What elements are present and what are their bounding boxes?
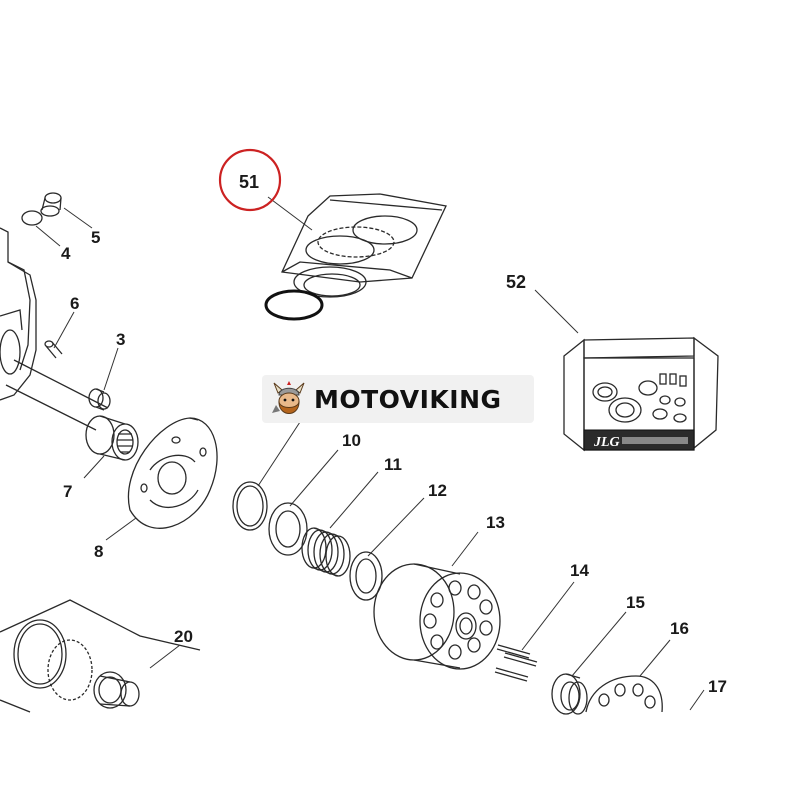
washer-part-10 xyxy=(268,502,308,556)
pins-part-14 xyxy=(494,644,538,682)
pump-housing-part-20 xyxy=(0,599,201,713)
callout-4: 4 xyxy=(61,244,71,263)
watermark-text: MOTOVIKING xyxy=(314,384,502,414)
snap-ring-part-9 xyxy=(232,481,268,531)
viking-mascot-icon xyxy=(272,381,305,414)
callout-11: 11 xyxy=(384,455,402,474)
highlight-ring xyxy=(218,148,282,212)
bushing-part-3 xyxy=(88,388,111,411)
port-plate-part-8 xyxy=(127,417,218,529)
kit-box-brand: JLG xyxy=(593,435,620,450)
retainer-plate-part-16 xyxy=(585,675,663,713)
seal-kit-bag-part-51 xyxy=(264,193,447,321)
callout-14: 14 xyxy=(570,561,589,580)
callout-12: 12 xyxy=(428,481,447,500)
washer-part-12 xyxy=(349,551,383,601)
spring-part-11 xyxy=(301,527,351,577)
leader-lines xyxy=(35,196,705,711)
callout-16: 16 xyxy=(670,619,689,638)
callout-5: 5 xyxy=(91,228,100,247)
cylinder-barrel-part-13 xyxy=(373,563,501,670)
callout-3: 3 xyxy=(116,330,125,349)
callout-7: 7 xyxy=(63,482,72,501)
callout-51: 51 xyxy=(239,172,259,192)
shaft-part xyxy=(5,359,109,431)
callout-15: 15 xyxy=(626,593,645,612)
retainer-part-15 xyxy=(551,673,588,715)
callout-8: 8 xyxy=(94,542,103,561)
callout-20: 20 xyxy=(174,627,193,646)
pin-part-6 xyxy=(44,340,63,359)
callout-6: 6 xyxy=(70,294,79,313)
watermark-banner: MOTOVIKING xyxy=(262,375,534,423)
plug-part-5 xyxy=(40,192,62,217)
oring-part-4 xyxy=(21,210,43,226)
callout-10: 10 xyxy=(342,431,361,450)
callout-17: 17 xyxy=(708,677,727,696)
callout-52: 52 xyxy=(506,272,526,292)
bearing-part-7 xyxy=(85,415,139,461)
kit-box-part-52: JLG xyxy=(563,336,719,452)
callout-13: 13 xyxy=(486,513,505,532)
housing-part xyxy=(0,227,37,401)
